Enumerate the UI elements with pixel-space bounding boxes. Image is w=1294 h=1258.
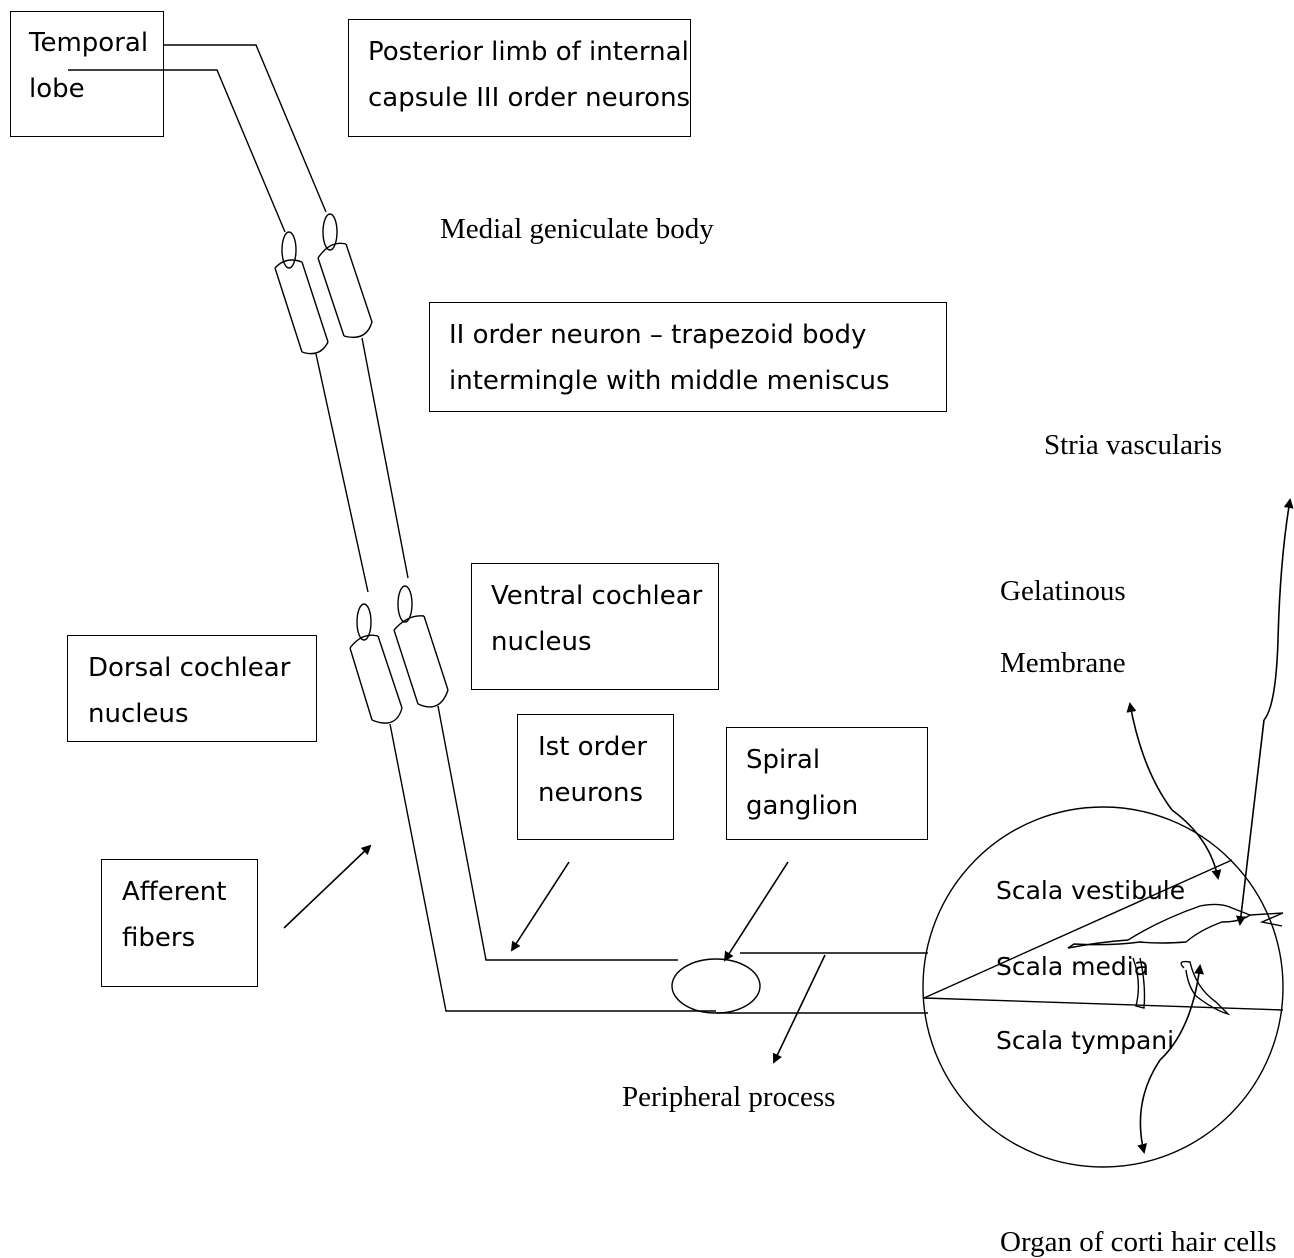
cochlea-circle — [922, 806, 1284, 1168]
membrane-arrow-up — [1126, 702, 1173, 811]
first-order-neurons-label: Ist order neurons — [538, 732, 648, 808]
peripheral-process-label: Peripheral process — [622, 1081, 836, 1113]
posterior-limb-label: Posterior limb of internal capsule III o… — [368, 37, 691, 113]
stria-vascularis-arrow-up — [1263, 498, 1294, 721]
organ-of-corti-arrow-up — [1159, 964, 1204, 1061]
organ-of-corti-arrow-down — [1137, 1059, 1161, 1154]
reissner-membrane-line — [923, 859, 1233, 999]
dorsal-cochlear-nucleus-box — [67, 635, 317, 742]
scala-vestibule-label: Scala vestibule — [996, 876, 1186, 905]
temporal-lobe-box — [10, 11, 164, 137]
first-order-neurons-arrow — [510, 861, 570, 952]
nerve-shaft-left — [315, 353, 369, 593]
organ-of-corti-label: Organ of corti hair cells — [1000, 1226, 1277, 1258]
lower-cylinder-right — [393, 585, 449, 708]
ventral-cochlear-nucleus-box — [471, 563, 719, 690]
scala-media-label: Scala media — [996, 952, 1150, 981]
temporal-connector-line-2 — [68, 69, 286, 233]
scala-tympani-label: Scala tympani — [996, 1026, 1175, 1055]
gelatinous-label: Gelatinous — [1000, 575, 1126, 607]
temporal-lobe-label: Temporal lobe — [29, 28, 149, 104]
peripheral-process-arrow — [772, 954, 826, 1064]
spiral-ganglion-ellipse — [671, 958, 761, 1014]
second-order-neuron-box — [429, 302, 947, 412]
spiral-ganglion-arrow — [723, 861, 789, 962]
afferent-fibers-arrow — [283, 844, 372, 929]
second-order-neuron-label: II order neuron – trapezoid body intermi… — [449, 320, 890, 396]
posterior-limb-box — [348, 19, 691, 137]
stria-vascularis-arrow-down — [1235, 719, 1265, 926]
dorsal-cochlear-nucleus-label: Dorsal cochlear nucleus — [88, 653, 291, 729]
lower-cylinder-left — [349, 603, 403, 724]
ventral-cochlear-nucleus-label: Ventral cochlear nucleus — [491, 581, 703, 657]
stria-vascularis-label: Stria vascularis — [1044, 429, 1222, 461]
membrane-arrow-down — [1171, 809, 1222, 880]
spiral-ganglion-label: Spiral ganglion — [746, 745, 859, 821]
upper-cylinder-left — [274, 231, 329, 355]
spiral-ganglion-box — [726, 727, 928, 840]
membrane-label: Membrane — [1000, 647, 1126, 679]
basilar-membrane-line — [923, 997, 1284, 1011]
upper-cylinder-right — [317, 213, 373, 339]
fiber-path-outer — [389, 723, 716, 1012]
medial-geniculate-body-label: Medial geniculate body — [440, 213, 714, 245]
afferent-fibers-box — [101, 859, 258, 987]
fiber-path-inner — [437, 705, 678, 961]
temporal-connector-line-1 — [164, 44, 327, 213]
nerve-shaft-right — [361, 337, 409, 579]
first-order-neurons-box — [517, 714, 674, 840]
afferent-fibers-label: Afferent fibers — [122, 877, 227, 953]
